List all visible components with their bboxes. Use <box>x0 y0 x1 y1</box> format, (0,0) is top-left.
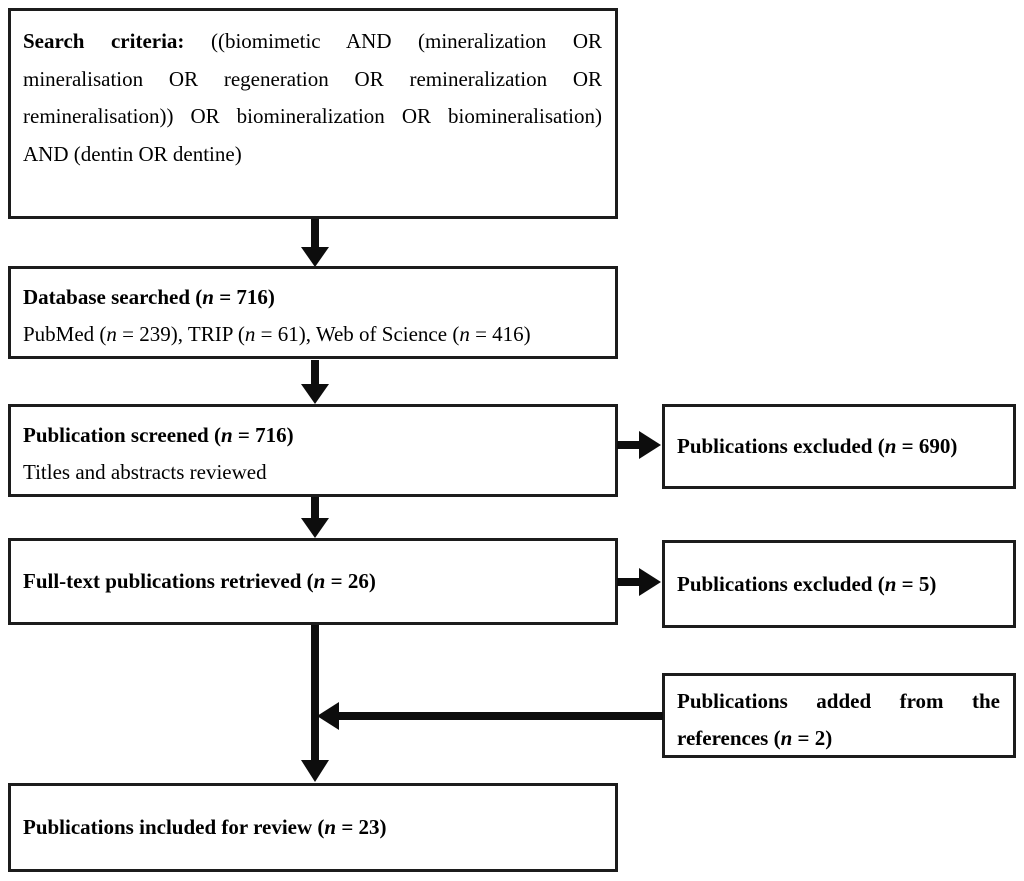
down-arrowhead-icon <box>301 247 329 267</box>
search-criteria-heading: Search criteria: <box>23 29 185 53</box>
flow-box-publications-excluded-690: Publications excluded (n = 690) <box>662 404 1016 489</box>
database-searched-title: Database searched (n = 716) <box>23 285 275 309</box>
arrow-shaft <box>311 360 319 386</box>
database-searched-detail: PubMed (n = 239), TRIP (n = 61), Web of … <box>23 322 531 346</box>
arrow-shaft <box>311 219 319 249</box>
search-criteria-body: ((biomimetic AND (mineralization OR mine… <box>23 29 603 166</box>
arrow-shaft <box>617 578 641 586</box>
left-arrowhead-icon <box>317 702 339 730</box>
flow-box-search-criteria: Search criteria: ((biomimetic AND (miner… <box>8 8 618 219</box>
arrow-shaft <box>337 712 663 720</box>
flow-box-publications-added-references: Publications added from the references (… <box>662 673 1016 758</box>
right-arrowhead-icon <box>639 431 661 459</box>
publications-screened-title: Publication screened (n = 716) <box>23 423 294 447</box>
arrow-shaft <box>311 497 319 520</box>
down-arrowhead-icon <box>301 384 329 404</box>
flow-box-fulltext-retrieved: Full-text publications retrieved (n = 26… <box>8 538 618 625</box>
publications-included-title: Publications included for review (n = 23… <box>23 815 387 839</box>
publications-excluded-5-title: Publications excluded (n = 5) <box>677 571 937 596</box>
publications-excluded-690-title: Publications excluded (n = 690) <box>677 434 958 458</box>
flow-box-publications-screened: Publication screened (n = 716) Titles an… <box>8 404 618 497</box>
publications-screened-detail: Titles and abstracts reviewed <box>23 460 267 484</box>
arrow-shaft <box>311 625 319 762</box>
arrow-shaft <box>617 441 641 449</box>
fulltext-retrieved-title: Full-text publications retrieved (n = 26… <box>23 569 376 593</box>
right-arrowhead-icon <box>639 568 661 596</box>
flow-box-database-searched: Database searched (n = 716) PubMed (n = … <box>8 266 618 359</box>
flow-box-publications-included: Publications included for review (n = 23… <box>8 783 618 872</box>
publications-added-references-title: Publications added from the references (… <box>677 689 1000 750</box>
down-arrowhead-icon <box>301 518 329 538</box>
down-arrowhead-icon <box>301 760 329 782</box>
flow-box-publications-excluded-5: Publications excluded (n = 5) <box>662 540 1016 628</box>
